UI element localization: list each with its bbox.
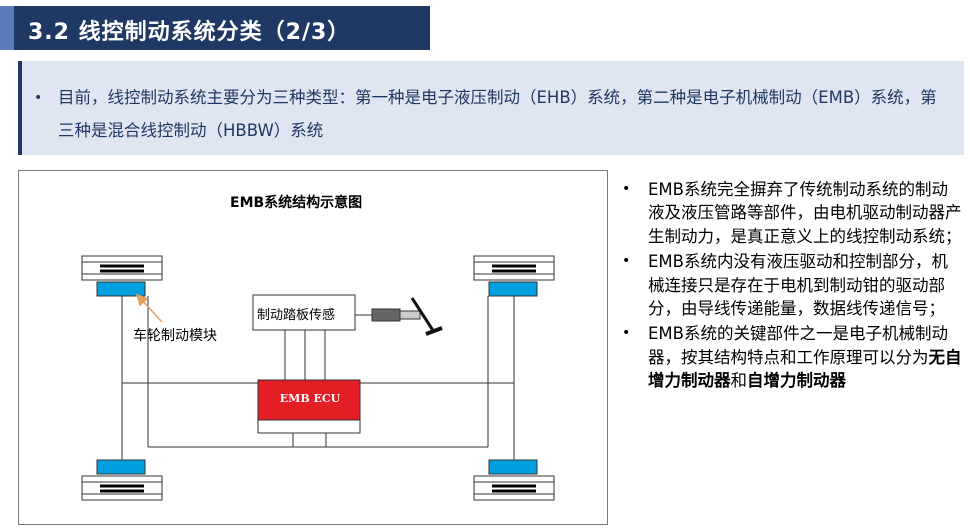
bullet-text-mid: 和 [730, 371, 748, 391]
bullet-text: EMB系统内没有液压驱动和控制部分，机械连接只是存在于电机到制动钳的驱动部分，由… [648, 252, 948, 319]
wheel-rear-right [473, 459, 555, 501]
pedal-lever [410, 297, 436, 333]
pedal-foot [425, 326, 443, 336]
bullet-item: • EMB系统完全摒弃了传统制动系统的制动液及液压管路等部件，由电机驱动制动器产… [622, 178, 962, 248]
pedal-sensor-box [252, 294, 356, 331]
diagram-title: EMB系统结构示意图 [230, 195, 363, 211]
wheel-front-left [81, 255, 163, 297]
bullet-dot: • [622, 325, 631, 342]
wiring [121, 296, 515, 460]
callout-arrow [135, 293, 163, 323]
pedal-rod [399, 310, 421, 320]
bullet-item: • EMB系统内没有液压驱动和控制部分，机械连接只是存在于电机到制动钳的驱动部分… [622, 250, 962, 320]
title-bar [0, 6, 430, 50]
wheel-rear-left [81, 459, 163, 501]
intro-box [18, 61, 964, 155]
ecu-base [257, 419, 361, 434]
bold-term-1: 无自增力制动器 [648, 347, 962, 391]
pedal-actuator [371, 308, 401, 322]
bullet-text: EMB系统的关键部件之一是电子机械制动器，按其结构特点和工作原理可以分为 [648, 324, 948, 367]
title-accent [0, 6, 14, 50]
bold-term-2: 自增力制动器 [747, 371, 846, 391]
bullet-dot: • [622, 181, 631, 197]
wheel-module-label: 车轮制动模块 [133, 328, 217, 344]
bullet-item: • EMB系统的关键部件之一是电子机械制动器，按其结构特点和工作原理可以分为无自… [622, 322, 962, 392]
pedal-sensor-label: 制动踏板传感 [257, 308, 336, 323]
ecu-label: EMB ECU [279, 392, 341, 405]
wheel-front-right [473, 255, 555, 297]
page-title: 3.2 线控制动系统分类（2/3） [28, 20, 351, 45]
intro-bullet: • [34, 90, 43, 106]
bullet-list: • EMB系统完全摒弃了传统制动系统的制动液及液压管路等部件，由电机驱动制动器产… [622, 178, 962, 393]
intro-text: 目前，线控制动系统主要分为三种类型：第一种是电子液压制动（EHB）系统，第二种是… [58, 88, 937, 140]
bullet-dot: • [622, 253, 631, 270]
bullet-text: EMB系统完全摒弃了传统制动系统的制动液及液压管路等部件，由电机驱动制动器产生制… [648, 180, 962, 246]
